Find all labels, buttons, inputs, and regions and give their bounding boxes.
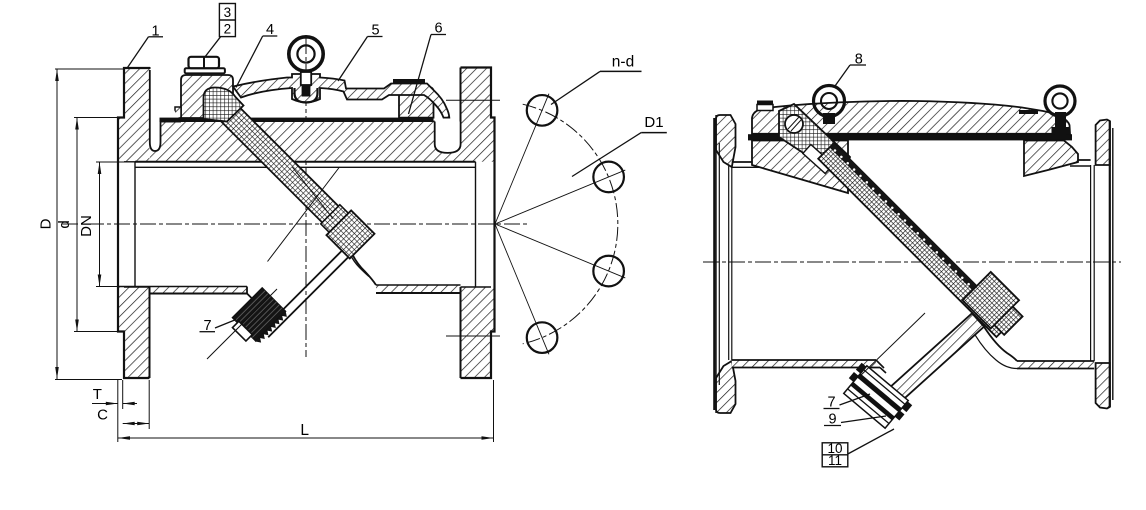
svg-text:11: 11 <box>828 453 842 468</box>
svg-text:9: 9 <box>828 412 836 428</box>
svg-text:D1: D1 <box>644 114 663 131</box>
svg-text:1: 1 <box>151 24 159 40</box>
svg-text:7: 7 <box>827 395 835 411</box>
svg-text:2: 2 <box>224 22 232 37</box>
svg-text:7: 7 <box>203 318 211 334</box>
svg-text:5: 5 <box>371 23 379 39</box>
svg-text:10: 10 <box>827 441 842 456</box>
svg-text:d: d <box>56 220 73 228</box>
svg-text:T: T <box>93 386 102 403</box>
svg-text:L: L <box>300 422 309 439</box>
svg-text:n-d: n-d <box>612 54 634 71</box>
svg-text:3: 3 <box>224 5 232 20</box>
svg-text:6: 6 <box>434 21 442 37</box>
svg-text:8: 8 <box>855 52 863 68</box>
svg-text:DN: DN <box>78 215 95 237</box>
svg-text:C: C <box>97 407 108 424</box>
svg-text:D: D <box>37 218 54 229</box>
svg-text:4: 4 <box>266 22 274 38</box>
